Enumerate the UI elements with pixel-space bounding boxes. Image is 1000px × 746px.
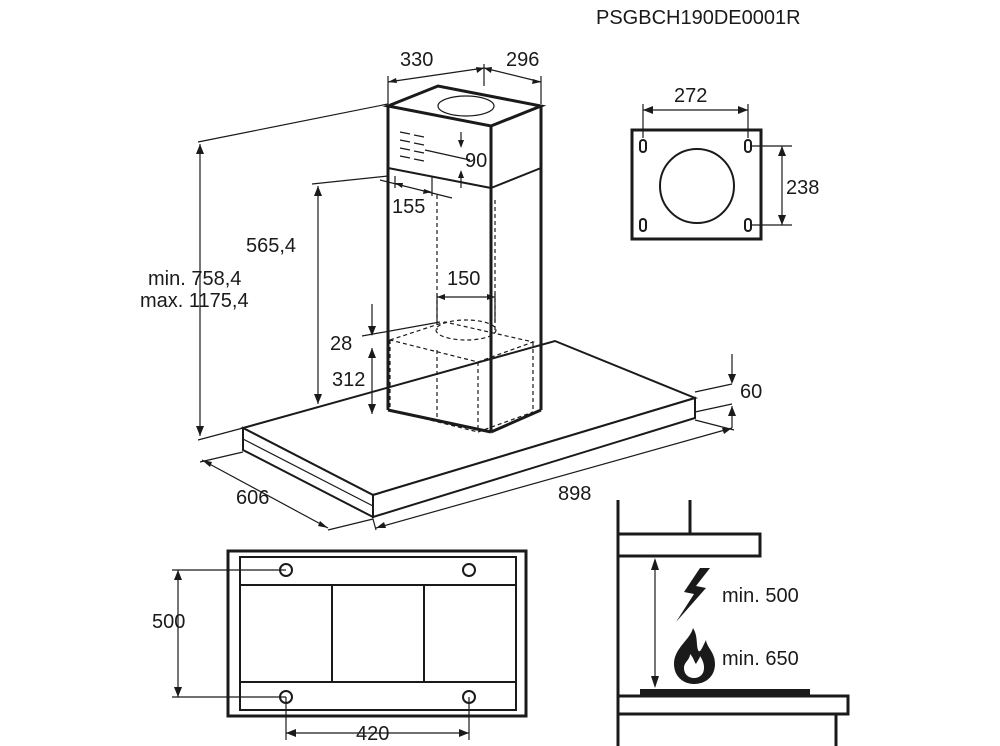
dim-motor-height: 312 xyxy=(332,369,365,391)
clearance-gas: min. 650 xyxy=(722,648,799,670)
dim-canopy-thickness: 60 xyxy=(740,381,762,403)
dim-vent-offset-top: 90 xyxy=(465,150,487,172)
dim-chimney-width: 296 xyxy=(506,49,539,71)
plan-view: 500 420 xyxy=(152,549,528,745)
dim-mount-spacing-width: 420 xyxy=(356,723,389,745)
hood-side-profile xyxy=(616,532,762,558)
dim-duct-diameter: 150 xyxy=(447,268,480,290)
dim-canopy-depth: 606 xyxy=(236,487,269,509)
vent-slots xyxy=(399,131,425,162)
dim-bracket-width: 272 xyxy=(674,85,707,107)
bracket-slots xyxy=(639,139,752,232)
dim-chimney-height: 565,4 xyxy=(246,235,296,257)
lightning-icon xyxy=(676,568,710,622)
dim-bracket-height: 238 xyxy=(786,177,819,199)
chimney xyxy=(382,84,547,434)
countertop xyxy=(616,694,850,716)
dim-overall-height-max: max. 1175,4 xyxy=(140,290,249,312)
dim-mount-spacing-depth: 500 xyxy=(152,611,185,633)
clearance-view: min. 500 min. 650 xyxy=(616,500,850,746)
duct-outlet xyxy=(437,95,495,117)
hob xyxy=(640,689,810,696)
dim-canopy-width: 898 xyxy=(558,483,591,505)
dim-chimney-depth: 330 xyxy=(400,49,433,71)
dim-overall-height-min: min. 758,4 xyxy=(148,268,241,290)
bracket-duct-hole xyxy=(659,148,735,224)
ceiling-bracket-view: 272 238 xyxy=(630,85,819,241)
dim-collar-gap: 28 xyxy=(330,333,352,355)
model-code: PSGBCH190DE0001R xyxy=(596,7,801,29)
isometric-hood-view: 330 296 90 155 150 565,4 m xyxy=(140,49,762,531)
dim-vent-offset-side: 155 xyxy=(392,196,425,218)
clearance-electric: min. 500 xyxy=(722,585,799,607)
chimney-top xyxy=(382,84,547,128)
canopy-front-right xyxy=(372,396,696,519)
flame-icon xyxy=(674,628,715,684)
